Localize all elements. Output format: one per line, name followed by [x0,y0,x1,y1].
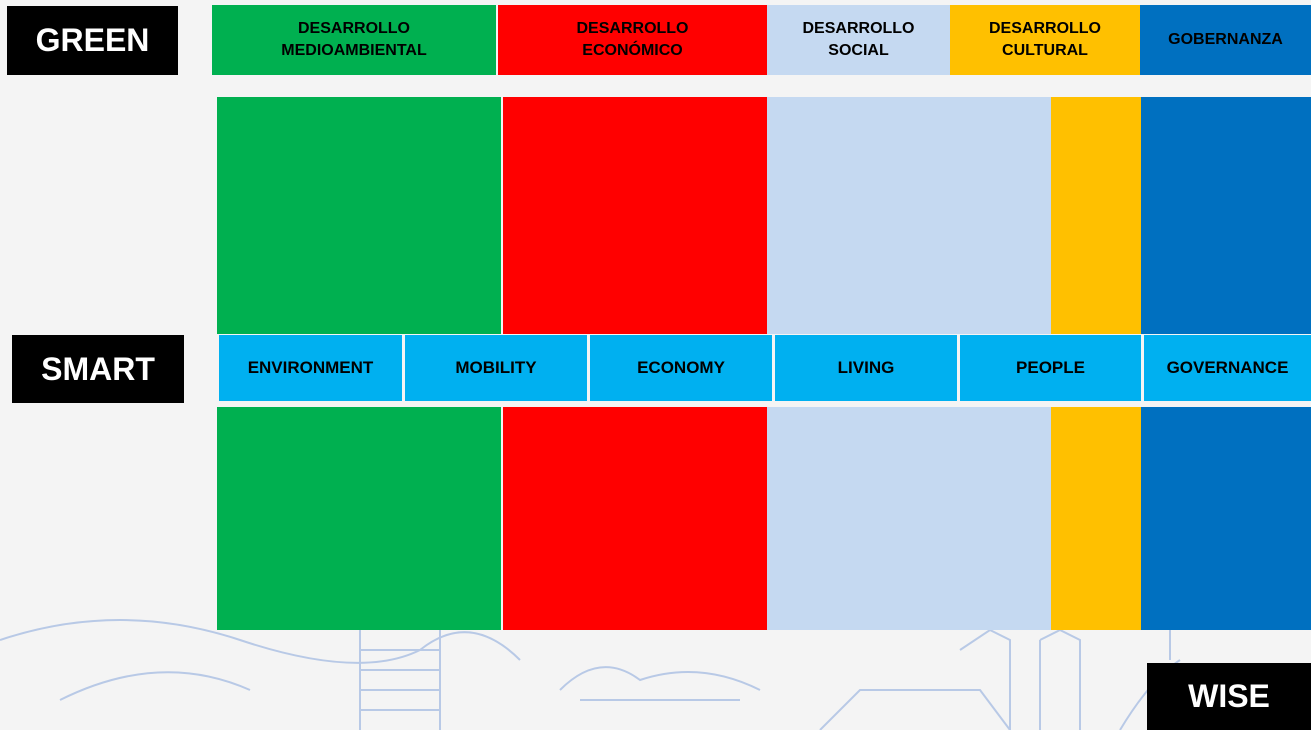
header-line1: DESARROLLO [298,20,410,37]
smart-living: LIVING [775,335,957,401]
header-desarrollo-cultural: DESARROLLO CULTURAL [950,5,1140,75]
block-upper-governance [1141,97,1311,334]
header-gobernanza: GOBERNANZA [1140,5,1311,75]
block-lower-cultural [1051,407,1141,630]
header-desarrollo-social: DESARROLLO SOCIAL [767,5,950,75]
smart-governance: GOVERNANCE [1144,335,1311,401]
smart-mobility: MOBILITY [405,335,587,401]
smart-label: SMART [12,335,184,403]
block-upper-economic [503,97,767,334]
block-lower-governance [1141,407,1311,630]
header-line2: SOCIAL [828,42,889,59]
header-line2: CULTURAL [1002,42,1088,59]
block-upper-cultural [1051,97,1141,334]
block-upper-environment [217,97,501,334]
wise-label: WISE [1147,663,1311,730]
header-line2: MEDIOAMBIENTAL [281,42,427,59]
block-lower-economic [503,407,767,630]
header-line1: GOBERNANZA [1168,31,1283,48]
smart-environment: ENVIRONMENT [219,335,402,401]
header-desarrollo-medioambiental: DESARROLLO MEDIOAMBIENTAL [212,5,496,75]
block-upper-social [767,97,1051,334]
header-line1: DESARROLLO [576,20,689,37]
smart-people: PEOPLE [960,335,1141,401]
header-line2: ECONÓMICO [582,42,683,59]
green-label: GREEN [7,6,178,75]
block-lower-social [767,407,1051,630]
header-line1: DESARROLLO [802,20,915,37]
smart-economy: ECONOMY [590,335,772,401]
header-line1: DESARROLLO [989,20,1101,37]
block-lower-environment [217,407,501,630]
header-desarrollo-economico: DESARROLLO ECONÓMICO [498,5,767,75]
